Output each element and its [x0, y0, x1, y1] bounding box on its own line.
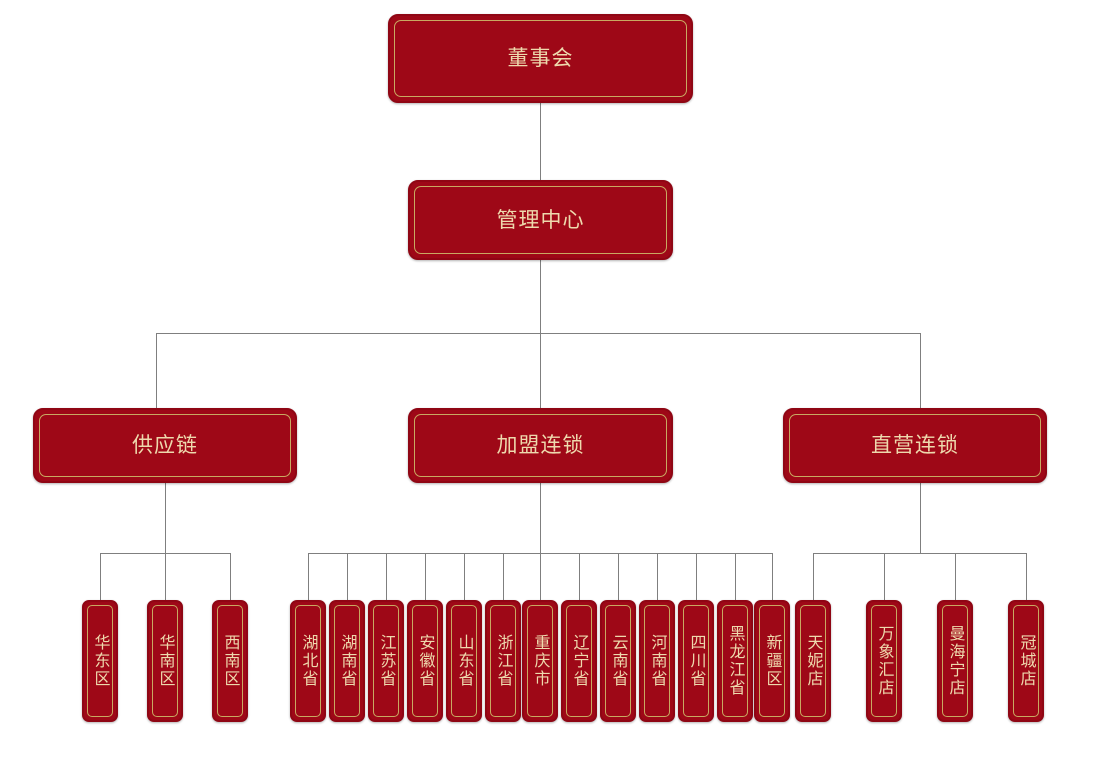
- node-franchise-chain[interactable]: 加盟连锁: [408, 408, 673, 483]
- leaf-label: 冠城店: [1017, 634, 1037, 688]
- leaf-label: 重庆市: [531, 634, 551, 688]
- connector-leaf-wanxianghui: [884, 553, 885, 600]
- node-supply-chain[interactable]: 供应链: [33, 408, 297, 483]
- node-label: 加盟连锁: [496, 433, 585, 457]
- connector-direct-down: [920, 483, 921, 553]
- connector-leaf-tianni: [813, 553, 814, 600]
- connector-leaf-jiangsu: [386, 553, 387, 600]
- leaf-label: 万象汇店: [875, 625, 895, 697]
- leaf-label: 安徽省: [416, 634, 436, 688]
- leaf-node-yunnan[interactable]: 云南省: [600, 600, 636, 722]
- connector-bus-to-supply-chain: [156, 333, 157, 408]
- connector-leaf-shandong: [464, 553, 465, 600]
- leaf-node-henan[interactable]: 河南省: [639, 600, 675, 722]
- leaf-label: 浙江省: [494, 634, 514, 688]
- connector-bus-to-direct: [920, 333, 921, 408]
- leaf-label: 华东区: [91, 634, 111, 688]
- connector-leaf-sichuan: [696, 553, 697, 600]
- leaf-node-hunan[interactable]: 湖南省: [329, 600, 365, 722]
- leaf-label: 湖南省: [338, 634, 358, 688]
- leaf-node-heilongjiang[interactable]: 黑龙江省: [717, 600, 753, 722]
- leaf-node-guancheng-store[interactable]: 冠城店: [1008, 600, 1044, 722]
- connector-leaf-manhaining: [955, 553, 956, 600]
- leaf-label: 江苏省: [377, 634, 397, 688]
- connector-leaf-hunan: [347, 553, 348, 600]
- leaf-label: 西南区: [221, 634, 241, 688]
- leaf-label: 山东省: [455, 634, 475, 688]
- node-management-center[interactable]: 管理中心: [408, 180, 673, 260]
- connector-leaf-zhejiang: [503, 553, 504, 600]
- leaf-node-chongqing[interactable]: 重庆市: [522, 600, 558, 722]
- leaf-label: 湖北省: [299, 634, 319, 688]
- connector-leaf-chongqing: [540, 553, 541, 600]
- connector-leaf-xinan: [230, 553, 231, 600]
- connector-leaf-huanan: [165, 553, 166, 600]
- connector-leaf-xinjiang: [772, 553, 773, 600]
- leaf-label: 华南区: [156, 634, 176, 688]
- connector-franchise-down: [540, 483, 541, 553]
- connector-leaf-guancheng: [1026, 553, 1027, 600]
- connector-leaf-henan: [657, 553, 658, 600]
- leaf-node-liaoning[interactable]: 辽宁省: [561, 600, 597, 722]
- leaf-node-xinjiang[interactable]: 新疆区: [754, 600, 790, 722]
- connector-bus-to-franchise: [540, 333, 541, 408]
- connector-supply-chain-down: [165, 483, 166, 553]
- node-label: 直营连锁: [871, 433, 959, 457]
- leaf-label: 云南省: [609, 634, 629, 688]
- leaf-node-wanxianghui-store[interactable]: 万象汇店: [866, 600, 902, 722]
- node-label: 供应链: [132, 433, 198, 457]
- connector-leaf-hubei: [308, 553, 309, 600]
- connector-leaf-liaoning: [579, 553, 580, 600]
- leaf-node-zhejiang[interactable]: 浙江省: [485, 600, 521, 722]
- leaf-label: 新疆区: [763, 634, 783, 688]
- leaf-node-jiangsu[interactable]: 江苏省: [368, 600, 404, 722]
- leaf-node-tianni-store[interactable]: 天妮店: [795, 600, 831, 722]
- connector-leaf-heilongjiang: [735, 553, 736, 600]
- connector-root-to-management: [540, 103, 541, 180]
- connector-leaf-yunnan: [618, 553, 619, 600]
- node-label: 董事会: [507, 46, 574, 70]
- leaf-label: 四川省: [687, 634, 707, 688]
- leaf-node-huanan[interactable]: 华南区: [147, 600, 183, 722]
- leaf-node-sichuan[interactable]: 四川省: [678, 600, 714, 722]
- leaf-label: 辽宁省: [570, 634, 590, 688]
- connector-management-down: [540, 260, 541, 333]
- node-board-of-directors[interactable]: 董事会: [388, 14, 693, 103]
- leaf-node-manhaining-store[interactable]: 曼海宁店: [937, 600, 973, 722]
- leaf-label: 黑龙江省: [726, 625, 746, 697]
- connector-leaf-huadong: [100, 553, 101, 600]
- leaf-node-huadong[interactable]: 华东区: [82, 600, 118, 722]
- leaf-node-anhui[interactable]: 安徽省: [407, 600, 443, 722]
- connector-divisions-bus: [156, 333, 920, 334]
- leaf-label: 天妮店: [804, 634, 824, 688]
- leaf-node-shandong[interactable]: 山东省: [446, 600, 482, 722]
- leaf-node-xinan[interactable]: 西南区: [212, 600, 248, 722]
- node-direct-chain[interactable]: 直营连锁: [783, 408, 1047, 483]
- node-label: 管理中心: [496, 207, 585, 232]
- leaf-label: 曼海宁店: [946, 625, 966, 697]
- leaf-node-hubei[interactable]: 湖北省: [290, 600, 326, 722]
- connector-direct-bus: [813, 553, 1026, 554]
- leaf-label: 河南省: [648, 634, 668, 688]
- connector-leaf-anhui: [425, 553, 426, 600]
